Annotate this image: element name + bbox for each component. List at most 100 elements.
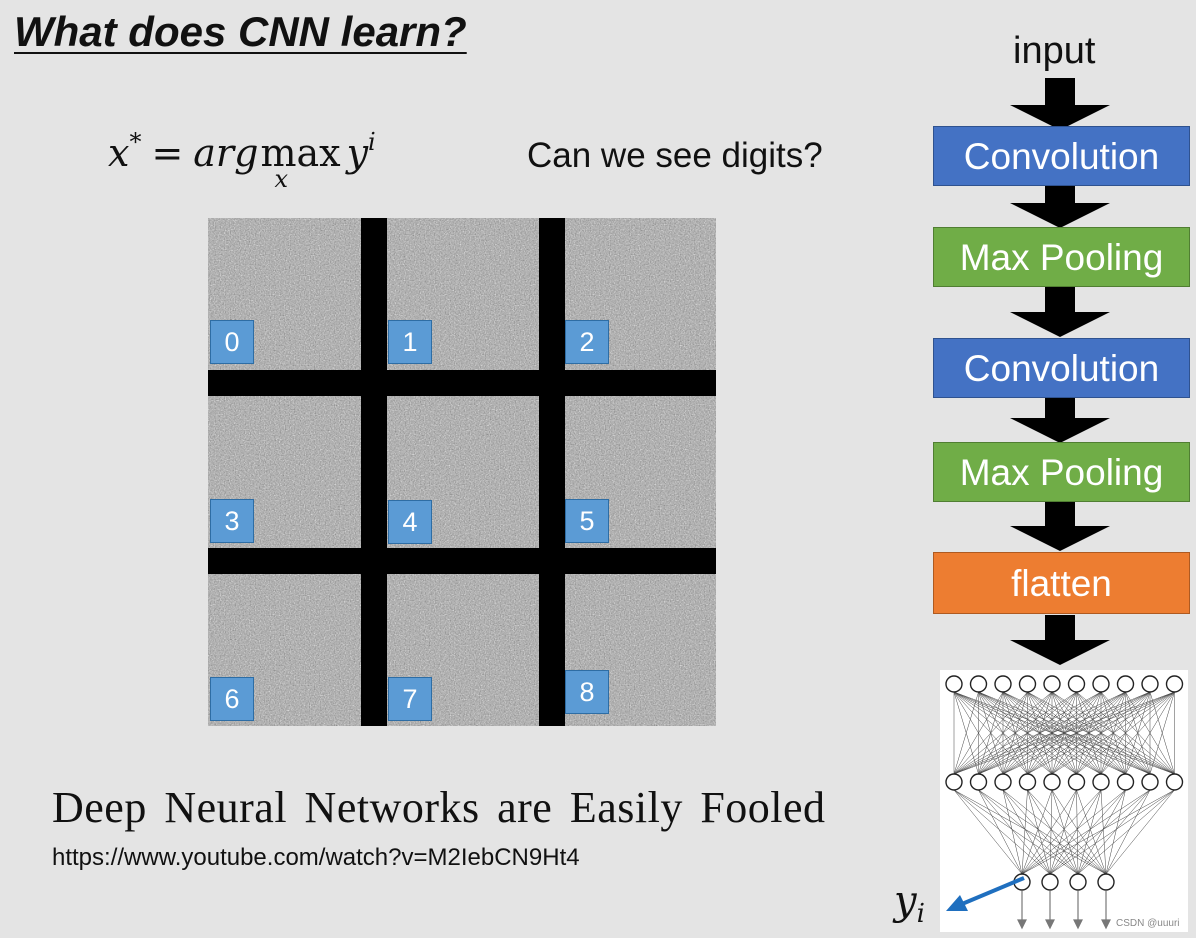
network-edge: [953, 789, 1107, 875]
arrow-left-icon: [946, 895, 968, 911]
network-node: [945, 675, 963, 693]
network-node: [1041, 873, 1059, 891]
network-edge: [953, 691, 1126, 775]
network-edge: [953, 691, 1102, 775]
output-pointer-arrow: [946, 876, 1025, 911]
network-edge: [953, 789, 1023, 875]
convolution-block-2: Convolution: [933, 338, 1190, 398]
convolution-block-1: Convolution: [933, 126, 1190, 186]
digit-label-8: 8: [565, 670, 609, 714]
network-edge: [1051, 789, 1079, 875]
video-link[interactable]: https://www.youtube.com/watch?v=M2IebCN9…: [52, 844, 580, 871]
network-edge: [1077, 789, 1126, 875]
network-node: [969, 675, 988, 693]
network-node: [1018, 675, 1037, 693]
network-edge: [953, 691, 1151, 775]
noise-pattern: [208, 218, 716, 726]
network-node: [1092, 773, 1110, 791]
network-nodes: [945, 675, 1184, 891]
paper-caption: Deep Neural Networks are Easily Fooled: [52, 783, 826, 832]
network-edge: [1002, 789, 1107, 875]
network-edge: [1021, 789, 1077, 875]
max-pooling-block-1: Max Pooling: [933, 227, 1190, 287]
arrow-down-icon: [1073, 919, 1083, 930]
network-edge: [1027, 789, 1107, 875]
network-node: [1116, 773, 1135, 791]
digit-label-6: 6: [210, 677, 254, 721]
digit-label-7: 7: [388, 677, 432, 721]
network-edge: [1027, 789, 1079, 875]
network-edge: [1076, 789, 1079, 875]
network-edge: [1051, 691, 1175, 775]
network-edge: [1049, 789, 1151, 875]
grid-divider-h1: [208, 370, 716, 396]
network-node: [1092, 675, 1110, 693]
network-node: [1018, 773, 1037, 791]
formula-max-sub: x: [274, 165, 288, 193]
network-edge: [1077, 789, 1175, 875]
grid-divider-v2: [539, 218, 565, 726]
network-node: [1165, 675, 1184, 693]
network-edge: [978, 691, 1175, 775]
network-edge: [1105, 789, 1126, 875]
network-node: [1067, 773, 1086, 791]
formula-arg: arg: [193, 131, 259, 175]
network-edge: [978, 789, 1023, 875]
network-edge: [1021, 789, 1028, 875]
watermark: CSDN @uuuri: [1116, 918, 1180, 929]
network-edge: [1076, 691, 1175, 775]
network-node: [1043, 675, 1061, 693]
network-edge: [953, 691, 1004, 775]
network-edge: [1076, 789, 1107, 875]
formula-rhs-sup: i: [368, 128, 376, 156]
max-pooling-block-2: Max Pooling: [933, 442, 1190, 502]
noise-image-grid: [208, 218, 716, 726]
network-edges: [953, 691, 1175, 875]
network-edge: [1049, 789, 1126, 875]
network-edge: [1049, 789, 1077, 875]
network-node: [1116, 675, 1135, 693]
network-edge: [1002, 789, 1051, 875]
network-edge: [1100, 691, 1175, 775]
network-edge: [953, 691, 1077, 775]
arrow-down-icon: [1010, 615, 1110, 665]
formula-rhs: y: [346, 131, 369, 175]
network-edge: [1021, 789, 1102, 875]
network-edge: [1051, 789, 1107, 875]
output-label: yi: [894, 878, 925, 929]
input-label: input: [1013, 30, 1096, 72]
network-node: [1165, 773, 1184, 791]
output-label-base: y: [894, 878, 917, 924]
network-edge: [978, 789, 1051, 875]
network-edge: [1027, 789, 1051, 875]
network-edge: [953, 691, 1028, 775]
network-background: [940, 670, 1188, 932]
grid-divider-h2: [208, 548, 716, 574]
network-node: [994, 773, 1012, 791]
network-edge: [1077, 789, 1102, 875]
digit-label-0: 0: [210, 320, 254, 364]
network-node: [1097, 873, 1115, 891]
network-edge: [1021, 789, 1175, 875]
formula-equals: =: [151, 131, 184, 175]
network-node: [945, 773, 963, 791]
network-edge: [953, 789, 1051, 875]
grid-divider-v1: [361, 218, 387, 726]
network-edge: [953, 691, 1053, 775]
digit-label-2: 2: [565, 320, 609, 364]
network-edge: [1077, 789, 1151, 875]
network-edge: [1125, 691, 1175, 775]
network-node: [1141, 675, 1159, 693]
fully-connected-network: [940, 670, 1188, 932]
arrow-down-icon: [1101, 919, 1111, 930]
output-label-sub: i: [916, 899, 925, 929]
arrow-down-icon: [1010, 78, 1110, 130]
network-node: [1069, 873, 1087, 891]
network-edge: [953, 789, 1079, 875]
arrow-down-icon: [1045, 919, 1055, 930]
digit-label-3: 3: [210, 499, 254, 543]
digit-label-5: 5: [565, 499, 609, 543]
network-edge: [1100, 789, 1107, 875]
arrow-down-icon: [1010, 394, 1110, 443]
